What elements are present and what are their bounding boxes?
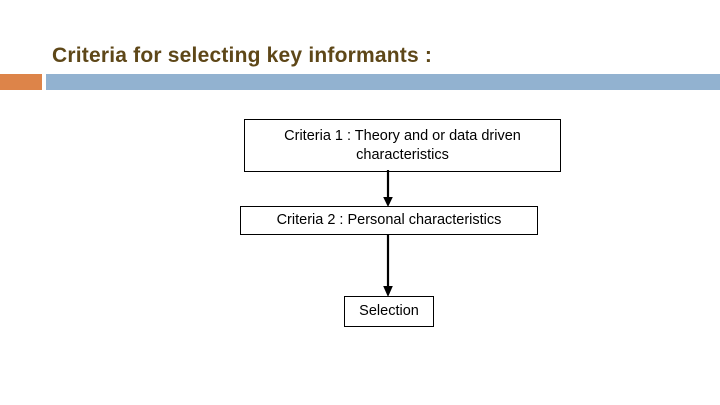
title-divider-rule [46, 74, 720, 90]
down-arrow-icon-criteria1-to-criteria2 [383, 170, 393, 207]
flowchart-box-label: Criteria 2 : Personal characteristics [276, 212, 502, 229]
down-arrow-icon-criteria2-to-selection [383, 234, 393, 297]
page-title: Criteria for selecting key informants : [52, 44, 433, 68]
flowchart-box-criteria-1: Criteria 1 : Theory and or data driven c… [244, 119, 561, 172]
flowchart-box-selection: Selection [344, 296, 434, 327]
flowchart-box-label: Criteria 1 : Theory and or data driven c… [284, 127, 521, 163]
flowchart-box-label: Selection [359, 303, 419, 320]
title-divider-accent [0, 74, 42, 90]
flowchart-box-criteria-2: Criteria 2 : Personal characteristics [240, 206, 538, 235]
